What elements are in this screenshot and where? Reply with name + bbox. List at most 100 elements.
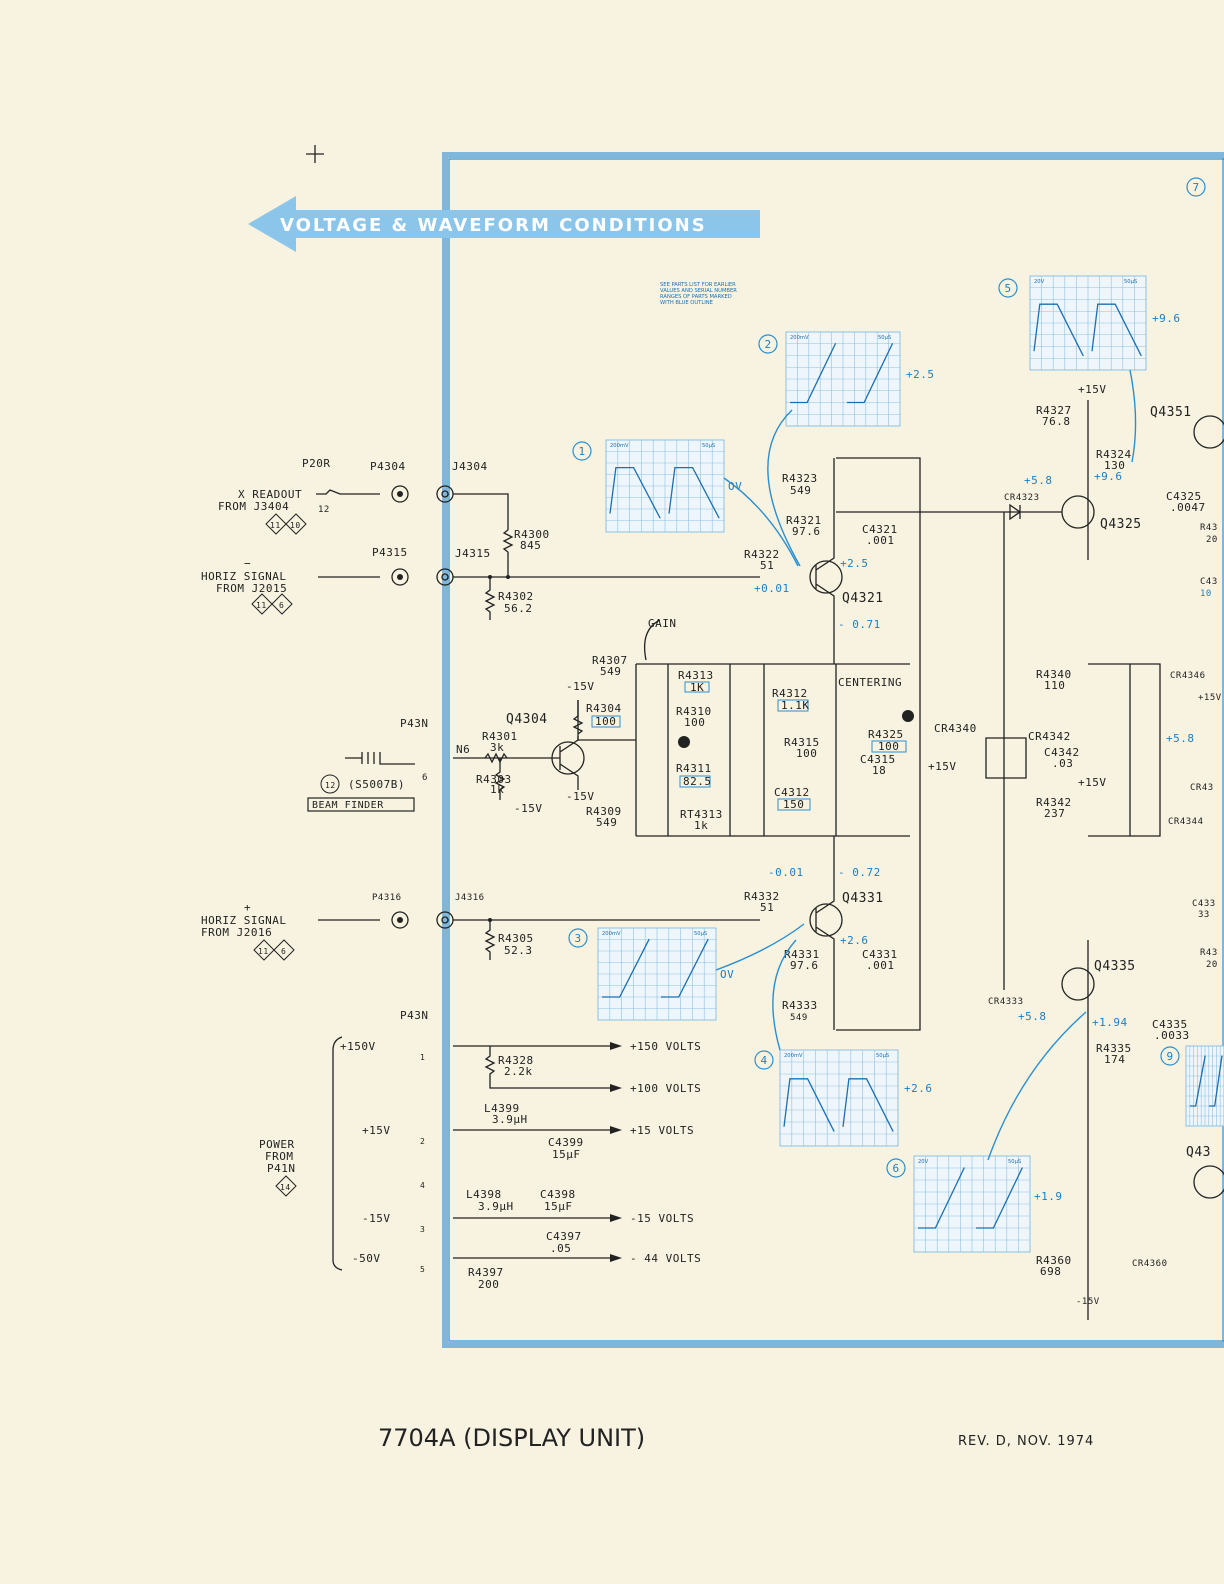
r4304-ref: R4304: [586, 702, 622, 715]
centering-pot-icon[interactable]: [902, 710, 914, 722]
r4303-ref: R4303: [476, 773, 512, 786]
c4312-ref: C4312: [774, 786, 810, 799]
horiz-plus-line1: HORIZ SIGNAL: [201, 914, 286, 927]
waveform-vdiv: 200mV: [784, 1053, 803, 1059]
r4328-ref: R4328: [498, 1054, 534, 1067]
horiz-minus-line1: HORIZ SIGNAL: [201, 570, 286, 583]
p4315-label: P4315: [372, 546, 408, 559]
pin-6: 6: [422, 773, 428, 783]
v-m15-a: -15V: [514, 802, 543, 815]
n6-label: N6: [456, 743, 470, 756]
v-m15-c: -15V: [566, 790, 595, 803]
r4323-ref: R4323: [782, 472, 818, 485]
c4325-val: .0047: [1170, 501, 1206, 514]
r4331-val: 97.6: [790, 959, 819, 972]
r4322-val: 51: [760, 559, 774, 572]
r4315-val: 100: [796, 747, 817, 760]
r4302-ref: R4302: [498, 590, 534, 603]
r4302-val: 56.2: [504, 602, 533, 615]
v-2-6: +2.6: [840, 934, 869, 947]
cr4323-label: CR4323: [1004, 493, 1040, 503]
horiz-minus-input: − HORIZ SIGNAL FROM J2015 11 6 P4315 J43…: [201, 546, 760, 620]
waveform-number-badge: [1186, 177, 1206, 197]
v-p15-b: +15V: [1078, 383, 1107, 396]
c4321-ref: C4321: [862, 523, 898, 536]
r4324-val: 130: [1104, 459, 1125, 472]
gain-pot-icon[interactable]: [678, 736, 690, 748]
gain-label: GAIN: [648, 617, 677, 630]
waveform-number-badge: [572, 441, 592, 461]
waveform-tdiv: 50μS: [694, 931, 707, 937]
q4321-label: Q4321: [842, 591, 884, 606]
q4325-label: Q4325: [1100, 517, 1142, 532]
v-m15-b: -15V: [566, 680, 595, 693]
horiz-plus-line2: FROM J2016: [201, 926, 272, 939]
c4397-val: .05: [550, 1242, 571, 1255]
waveform-vdiv: 20V: [1034, 279, 1045, 285]
rail-pin-2: 2: [420, 1137, 425, 1146]
waveform-number: 3: [575, 932, 582, 945]
waveform-level: +1.9: [1034, 1190, 1063, 1203]
rail-in-m50: -50V: [352, 1252, 381, 1265]
q4351-label: Q4351: [1150, 405, 1192, 420]
edge-c43a: C43: [1200, 577, 1218, 587]
r4335-val: 174: [1104, 1053, 1125, 1066]
q4325-transistor: [1061, 495, 1095, 529]
c4342-ref: C4342: [1044, 746, 1080, 759]
waveform-7: 7: [1186, 177, 1206, 197]
banner-arrow: VOLTAGE & WAVEFORM CONDITIONS: [248, 196, 760, 252]
rail-out-15: +15 VOLTS: [630, 1124, 694, 1137]
r4300-val: 845: [520, 539, 541, 552]
rail-in-m15: -15V: [362, 1212, 391, 1225]
v-m071: - 0.71: [838, 618, 881, 631]
waveform-vdiv: 200mV: [610, 443, 629, 449]
q4331-stage: -0.01 - 0.72 R4332 51 Q4331 +2.6 R4331 9…: [744, 836, 897, 1030]
cr4344-label: CR4344: [1168, 817, 1204, 827]
v-1-94: +1.94: [1092, 1016, 1128, 1029]
tag-b: 6: [281, 947, 286, 956]
rail-in-150: +150V: [340, 1040, 376, 1053]
tag-a: 11: [258, 947, 269, 956]
waveform-number: 5: [1005, 282, 1012, 295]
r4303-val: 1k: [490, 783, 504, 796]
cr4342-label: CR4342: [1028, 730, 1071, 743]
waveform-number: 1: [579, 445, 586, 458]
note-line-2: VALUES AND SERIAL NUMBER: [660, 288, 737, 294]
ov-b: OV: [720, 968, 734, 981]
test-point-arrow: [767, 409, 801, 567]
waveform-number-badge: [1160, 1046, 1180, 1066]
c4315-val: 18: [872, 764, 886, 777]
gain-network: R4307 549 R4309 549 R4313 1K R4310 100 R…: [586, 617, 956, 837]
waveform-trace: [1190, 1055, 1223, 1107]
j4304-label: J4304: [452, 460, 488, 473]
centering-label: CENTERING: [838, 676, 902, 689]
q4321-stage: R4323 549 R4321 97.6 C4321 .001 R4322 51…: [744, 457, 921, 1031]
r4313-ref: R4313: [678, 669, 714, 682]
waveform-number: 7: [1193, 181, 1200, 194]
waveform-tdiv: 50μS: [876, 1053, 889, 1059]
board-outline-inner: [448, 158, 1224, 1342]
r4324-ref: R4324: [1096, 448, 1132, 461]
tag-a: 11: [256, 601, 267, 610]
v-m001: -0.01: [768, 866, 804, 879]
banner-title: VOLTAGE & WAVEFORM CONDITIONS: [280, 215, 707, 236]
r4305-val: 52.3: [504, 944, 533, 957]
tag-diamond: 11 10: [265, 513, 307, 535]
horiz-plus-input: + HORIZ SIGNAL FROM J2016 11 6 P4316 J43…: [201, 893, 760, 961]
waveform-trace: [602, 938, 709, 998]
waveform-trace: [790, 342, 894, 404]
cr4360-label: CR4360: [1132, 1259, 1168, 1269]
v-9-6: +9.6: [1094, 470, 1123, 483]
q4351-transistor: [1193, 415, 1224, 449]
waveform-number-badge: [998, 278, 1018, 298]
v-5-8a: +5.8: [1024, 474, 1053, 487]
v-p15-c: +15V: [1078, 776, 1107, 789]
rail-out-m44: - 44 VOLTS: [630, 1252, 701, 1265]
waveform-vdiv: 20V: [918, 1159, 929, 1165]
